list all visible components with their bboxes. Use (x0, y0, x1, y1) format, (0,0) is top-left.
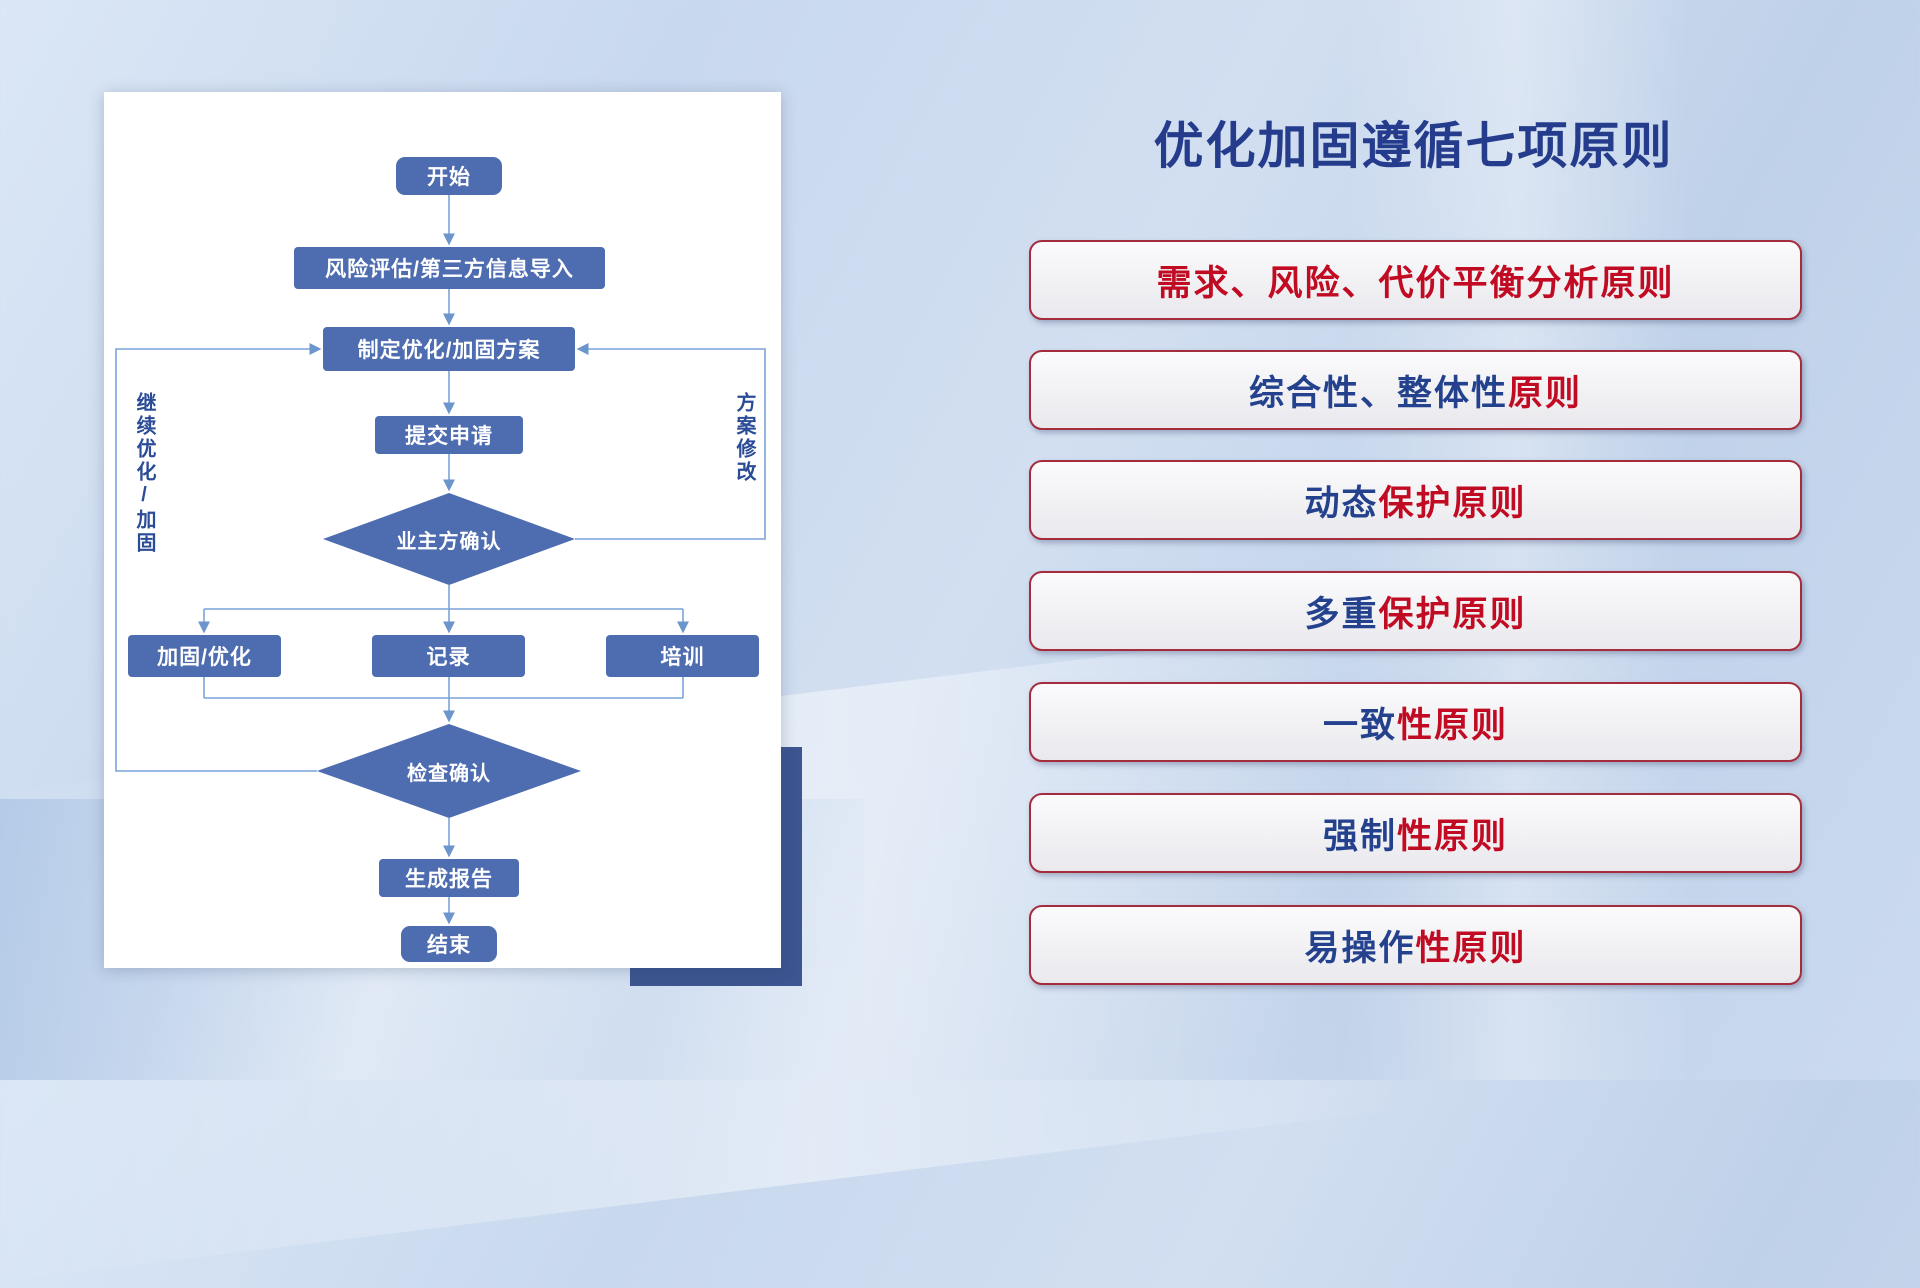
flow-node-training: 培训 (606, 635, 759, 677)
principle-text-blue: 多重 (1304, 594, 1379, 634)
principle-item-1: 需求、风险、代价平衡分析原则 (1029, 240, 1802, 320)
principle-text-red: 性原则 (1397, 816, 1509, 856)
principle-item-6: 强制性原则 (1029, 793, 1802, 873)
flow-connectors (115, 195, 766, 925)
principle-text-red: 原则 (1508, 373, 1583, 413)
principle-text-red: 保护原则 (1378, 483, 1527, 523)
principle-item-5: 一致性原则 (1029, 682, 1802, 762)
principle-text-red: 保护原则 (1378, 594, 1527, 634)
flow-node-end: 结束 (401, 926, 497, 962)
page-title: 优化加固遵循七项原则 (1153, 118, 1674, 174)
principle-text-red: 性原则 (1415, 928, 1527, 968)
principle-text-blue: 一致 (1322, 705, 1397, 745)
flow-node-harden: 加固/优化 (128, 635, 281, 677)
flow-label-plan-revision: 方案修改 (733, 392, 755, 484)
principle-item-3: 动态保护原则 (1029, 460, 1802, 540)
principle-text-red: 需求、风险、代价平衡分析原则 (1156, 263, 1675, 303)
flow-node-record: 记录 (372, 635, 525, 677)
principle-text-blue: 强制 (1322, 816, 1397, 856)
flow-node-report: 生成报告 (379, 859, 519, 897)
principle-item-2: 综合性、整体性原则 (1029, 350, 1802, 430)
principle-item-7: 易操作性原则 (1029, 905, 1802, 985)
flow-node-submit: 提交申请 (375, 416, 523, 454)
flow-node-make-plan: 制定优化/加固方案 (323, 327, 575, 371)
flow-label-continue-loop: 继续优化/加固 (133, 392, 155, 555)
flow-node-risk-import: 风险评估/第三方信息导入 (294, 247, 605, 289)
flow-node-start: 开始 (396, 157, 502, 195)
principle-item-4: 多重保护原则 (1029, 571, 1802, 651)
principle-text-blue: 综合性、整体性 (1248, 373, 1508, 413)
principle-text-blue: 易操作 (1304, 928, 1416, 968)
flowchart-card: 开始 风险评估/第三方信息导入 制定优化/加固方案 提交申请 业主方确认 加固/… (104, 92, 781, 968)
principle-text-red: 性原则 (1397, 705, 1509, 745)
principle-text-blue: 动态 (1304, 483, 1379, 523)
